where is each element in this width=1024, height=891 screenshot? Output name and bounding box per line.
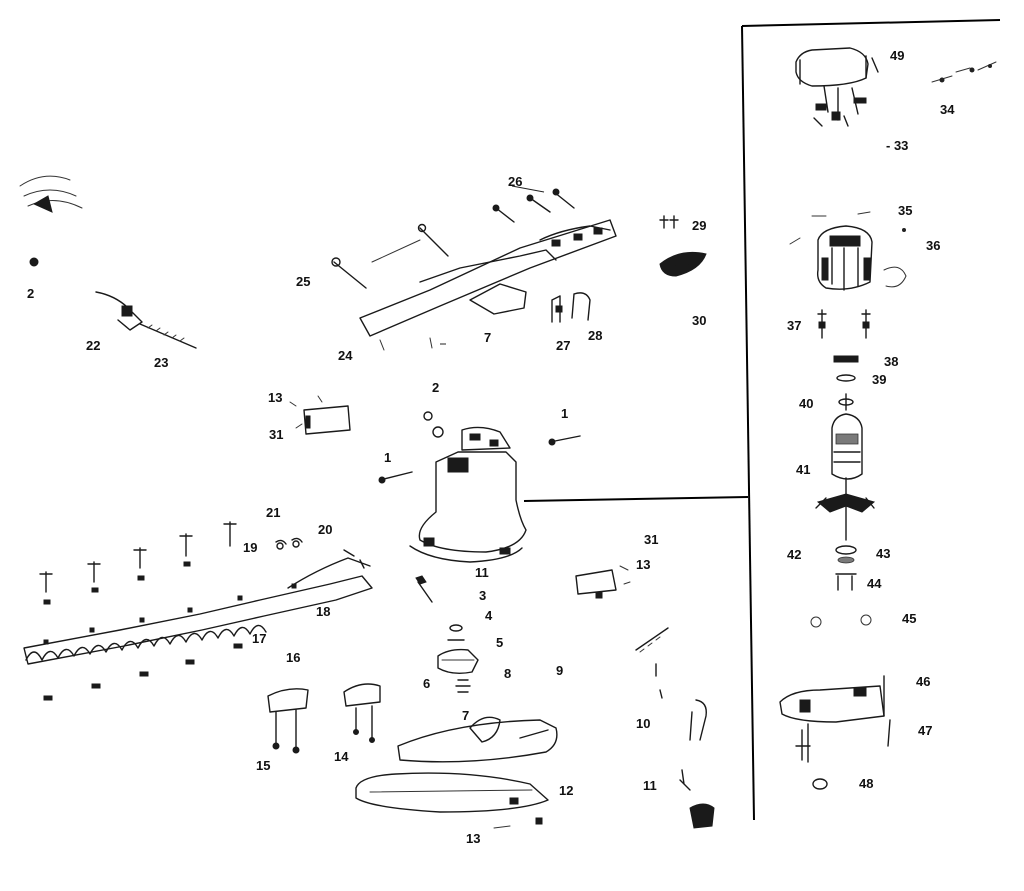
- label-1-right: 1: [561, 406, 568, 421]
- label-13-right: 13: [636, 557, 650, 572]
- label-45: 45: [902, 611, 916, 626]
- part-26-screws: [492, 188, 575, 223]
- label-13-top: 13: [268, 390, 282, 405]
- label-20: 20: [318, 522, 332, 537]
- label-2-housing: 2: [432, 380, 439, 395]
- label-39: 39: [872, 372, 886, 387]
- label-3: 3: [479, 588, 486, 603]
- label-31-right: 31: [644, 532, 658, 547]
- leader-lines: [440, 185, 545, 345]
- label-7-base: 7: [462, 708, 469, 723]
- part-7-9-base-plate: [397, 716, 558, 763]
- label-23: 23: [154, 355, 168, 370]
- label-28: 28: [588, 328, 602, 343]
- label-34: 34: [940, 102, 955, 117]
- label-26: 26: [508, 174, 522, 189]
- label-42: 42: [787, 547, 801, 562]
- label-2-top: 2: [27, 286, 34, 301]
- part-10-11-cord-and-plug: [635, 627, 715, 829]
- label-18: 18: [316, 604, 330, 619]
- part-40-41-armature: [815, 393, 876, 541]
- label-8: 8: [504, 666, 511, 681]
- label-5: 5: [496, 635, 503, 650]
- label-17: 17: [252, 631, 266, 646]
- part-11-3-4-5-spindle: [415, 575, 465, 641]
- label-13-bottom: 13: [466, 831, 480, 846]
- label-9: 9: [556, 663, 563, 678]
- part-46-47-48-brush-holder: [779, 675, 891, 790]
- label-44: 44: [867, 576, 882, 591]
- part-27-28-brackets: [551, 292, 591, 323]
- label-6: 6: [423, 676, 430, 691]
- part-25-rods: [331, 223, 449, 289]
- part-31-13-switch-parts-right: [575, 565, 631, 599]
- part-36-field-coil: [789, 211, 907, 291]
- part-22-23-clamp-screw: [95, 291, 197, 349]
- label-1-left: 1: [384, 450, 391, 465]
- part-38-39-bearing-washer: [833, 355, 859, 382]
- label-30: 30: [692, 313, 706, 328]
- part-13-31-switch-bracket-top: [289, 395, 351, 435]
- label-41: 41: [796, 462, 810, 477]
- part-45-clips: [810, 614, 872, 628]
- label-14: 14: [334, 749, 349, 764]
- label-27: 27: [556, 338, 570, 353]
- label-11-cord: 11: [643, 778, 657, 793]
- part-14-15-16-bolts-and-brackets: [267, 683, 381, 754]
- part-34-screws: [931, 61, 997, 83]
- part-main-housing: [409, 426, 527, 563]
- label-21: 21: [266, 505, 280, 520]
- label-24: 24: [338, 348, 353, 363]
- label-10: 10: [636, 716, 650, 731]
- label-33: - 33: [886, 138, 908, 153]
- label-22: 22: [86, 338, 100, 353]
- part-19-21-blade-bolts: [39, 521, 303, 605]
- label-12: 12: [559, 783, 573, 798]
- label-29: 29: [692, 218, 706, 233]
- label-46: 46: [916, 674, 930, 689]
- part-1-pins: [378, 435, 581, 484]
- part-42-43-44-shaft-parts: [835, 545, 857, 591]
- part-37-brush-screws: [817, 309, 871, 339]
- label-16: 16: [286, 650, 300, 665]
- part-2-nuts: [423, 411, 444, 438]
- label-43: 43: [876, 546, 890, 561]
- label-36: 36: [926, 238, 940, 253]
- label-35: 35: [898, 203, 912, 218]
- part-18-cutter-blade: [23, 549, 373, 665]
- part-17-lower-nuts: [43, 643, 243, 701]
- label-48: 48: [859, 776, 873, 791]
- part-49-motor-cap: [795, 47, 879, 127]
- part-12-13-sole-plate: [355, 772, 549, 829]
- label-15: 15: [256, 758, 270, 773]
- label-25: 25: [296, 274, 310, 289]
- label-7-fence: 7: [484, 330, 491, 345]
- inset-frame: [523, 19, 1001, 821]
- part-6-8-drive-gear: [437, 648, 479, 693]
- part-2-knob-disc: [19, 175, 83, 267]
- label-4: 4: [485, 608, 493, 623]
- part-29-30-guide-pad: [659, 215, 707, 277]
- label-31-top: 31: [269, 427, 283, 442]
- label-40: 40: [799, 396, 813, 411]
- label-49: 49: [890, 48, 904, 63]
- label-38: 38: [884, 354, 898, 369]
- label-11-spindle: 11: [475, 565, 489, 580]
- label-47: 47: [918, 723, 932, 738]
- part-7-fence-assembly: [359, 219, 617, 351]
- label-37: 37: [787, 318, 801, 333]
- part-labels: 49 34 - 33 35 36 37 38 39 40 41 42 43 44…: [27, 48, 955, 846]
- label-19: 19: [243, 540, 257, 555]
